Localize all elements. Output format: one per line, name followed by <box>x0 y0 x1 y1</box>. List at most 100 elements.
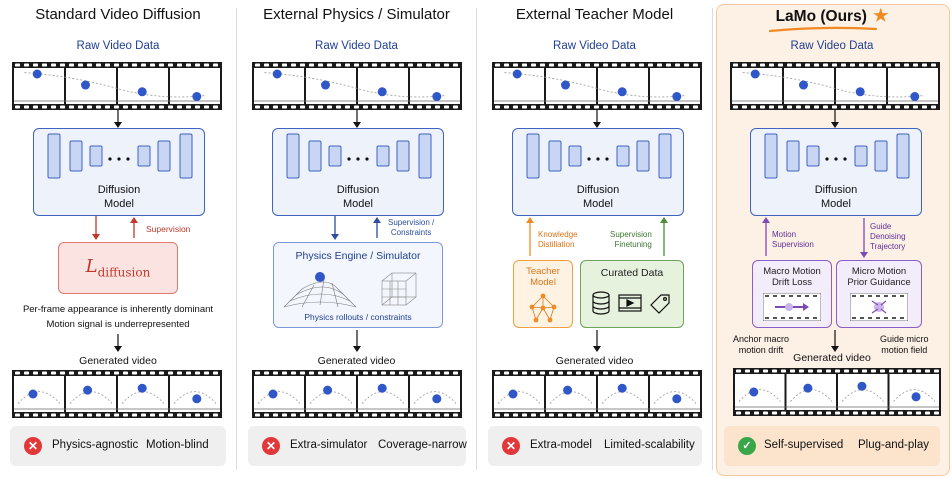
badge-text-2: Plug-and-play <box>858 439 929 451</box>
network-layers-icon <box>764 133 910 179</box>
model-label-line1: Diffusion <box>336 184 380 196</box>
diffusion-model-box: Diffusion Model <box>750 128 922 216</box>
physics-engine-box: Physics Engine / Simulator <box>273 242 443 328</box>
note-motion: Motion signal is underrepresented <box>46 319 190 330</box>
check-icon: ✓ <box>738 437 756 455</box>
micro-label-line1: Micro Motion <box>851 266 907 277</box>
curated-data-box: Curated Data <box>580 260 684 328</box>
model-label-line2: Model <box>821 198 851 210</box>
raw-video-filmstrip <box>730 62 940 110</box>
diffusion-model-box: Diffusion Model <box>272 128 444 216</box>
curated-data-label: Curated Data <box>600 267 664 279</box>
column-title: LaMo (Ours) <box>775 8 867 25</box>
model-label-line2: Model <box>343 198 373 210</box>
title-underline <box>768 26 878 33</box>
knowledge-label-line2: Distillation <box>538 240 575 249</box>
column-title: External Physics / Simulator <box>263 6 450 23</box>
note-appearance: Per-frame appearance is inherently domin… <box>22 304 214 315</box>
model-label-line2: Model <box>104 198 134 210</box>
generated-video-label: Generated video <box>793 352 871 364</box>
engine-caption: Physics rollouts / constraints <box>304 312 412 322</box>
star-icon: ★ <box>873 6 889 25</box>
teacher-label-line1: Teacher <box>526 266 560 277</box>
column-title: External Teacher Model <box>515 6 674 23</box>
network-layers-icon <box>286 133 432 179</box>
engine-title: Physics Engine / Simulator <box>295 250 421 262</box>
guide-line2: Denoising <box>870 232 906 241</box>
supervision-label: Supervision <box>146 224 191 234</box>
model-label-line1: Diffusion <box>814 184 858 196</box>
diffusion-model-box: Diffusion Model <box>33 128 205 216</box>
column-divider <box>476 8 477 470</box>
generated-video-label: Generated video <box>555 355 634 367</box>
supervision-label-line1: Supervision <box>610 230 652 239</box>
motion-supervision-line1: Motion <box>772 230 797 239</box>
loss-subscript: diffusion <box>97 265 151 280</box>
supervision-label-line1: Supervision / <box>388 218 435 227</box>
motion-supervision-line2: Supervision <box>772 240 814 249</box>
raw-video-label: Raw Video Data <box>553 40 636 52</box>
anchor-line1: Anchor macro <box>733 334 790 344</box>
physics-grid-icon <box>283 272 417 308</box>
x-icon: ✕ <box>24 437 42 455</box>
network-layers-icon <box>526 133 672 179</box>
diffusion-model-box: Diffusion Model <box>512 128 684 216</box>
badge-text-1: Self-supervised <box>764 439 844 451</box>
column-divider <box>712 8 713 470</box>
raw-video-filmstrip <box>492 62 702 110</box>
x-icon: ✕ <box>262 437 280 455</box>
raw-video-filmstrip <box>12 62 222 110</box>
data-icons <box>592 291 670 315</box>
generated-video-label: Generated video <box>79 355 157 367</box>
raw-video-filmstrip <box>252 62 462 110</box>
guide-micro-line1: Guide micro <box>880 334 929 344</box>
macro-label-line2: Drift Loss <box>771 277 813 288</box>
badge-text-1: Physics-agnostic <box>52 439 139 451</box>
x-icon: ✕ <box>502 437 520 455</box>
macro-motion-box: Macro Motion Drift Loss <box>752 260 832 328</box>
verdict-badge: ✕ Extra-model Limited-scalability <box>488 426 702 466</box>
badge-text-1: Extra-simulator <box>290 439 368 451</box>
column-title: Standard Video Diffusion <box>35 6 201 23</box>
anchor-line2: motion drift <box>738 345 784 355</box>
badge-text-2: Limited-scalability <box>604 439 695 451</box>
micro-label-line2: Prior Guidance <box>847 277 911 288</box>
guide-micro-line2: motion field <box>881 345 928 355</box>
supervision-label-line2: Finetuning <box>614 240 652 249</box>
diffusion-loss-box: Ldiffusion <box>58 242 178 294</box>
generated-video-filmstrip <box>492 370 702 418</box>
video-icon <box>618 294 642 312</box>
macro-drift-icon <box>763 293 821 321</box>
loss-symbol: L <box>85 256 98 277</box>
raw-video-label: Raw Video Data <box>790 40 874 52</box>
micro-motion-box: Micro Motion Prior Guidance <box>836 260 922 328</box>
verdict-badge: ✓ Self-supervised Plug-and-play <box>724 426 940 466</box>
raw-video-label: Raw Video Data <box>315 40 398 52</box>
model-label-line1: Diffusion <box>576 184 620 196</box>
model-label-line1: Diffusion <box>97 184 141 196</box>
supervision-label-line2: Constraints <box>390 228 432 237</box>
generated-video-filmstrip <box>733 368 941 416</box>
teacher-label-line2: Model <box>530 277 556 288</box>
generated-video-label: Generated video <box>317 355 396 367</box>
macro-label-line1: Macro Motion <box>763 266 821 277</box>
generated-video-filmstrip <box>12 370 222 418</box>
generated-video-filmstrip <box>252 370 462 418</box>
badge-text-1: Extra-model <box>530 439 592 451</box>
badge-text-2: Coverage-narrow <box>378 439 467 451</box>
guide-line1: Guide <box>870 222 892 231</box>
network-layers-icon <box>47 133 193 179</box>
guide-line3: Trajectory <box>870 242 906 251</box>
badge-text-2: Motion-blind <box>146 439 209 451</box>
knowledge-label-line1: Knowledge <box>538 230 578 239</box>
verdict-badge: ✕ Physics-agnostic Motion-blind <box>10 426 226 466</box>
neural-network-icon <box>529 293 557 323</box>
micro-field-icon <box>850 293 908 321</box>
tag-icon <box>650 294 670 314</box>
raw-video-label: Raw Video Data <box>76 40 160 52</box>
database-icon <box>592 291 610 315</box>
model-label-line2: Model <box>583 198 613 210</box>
